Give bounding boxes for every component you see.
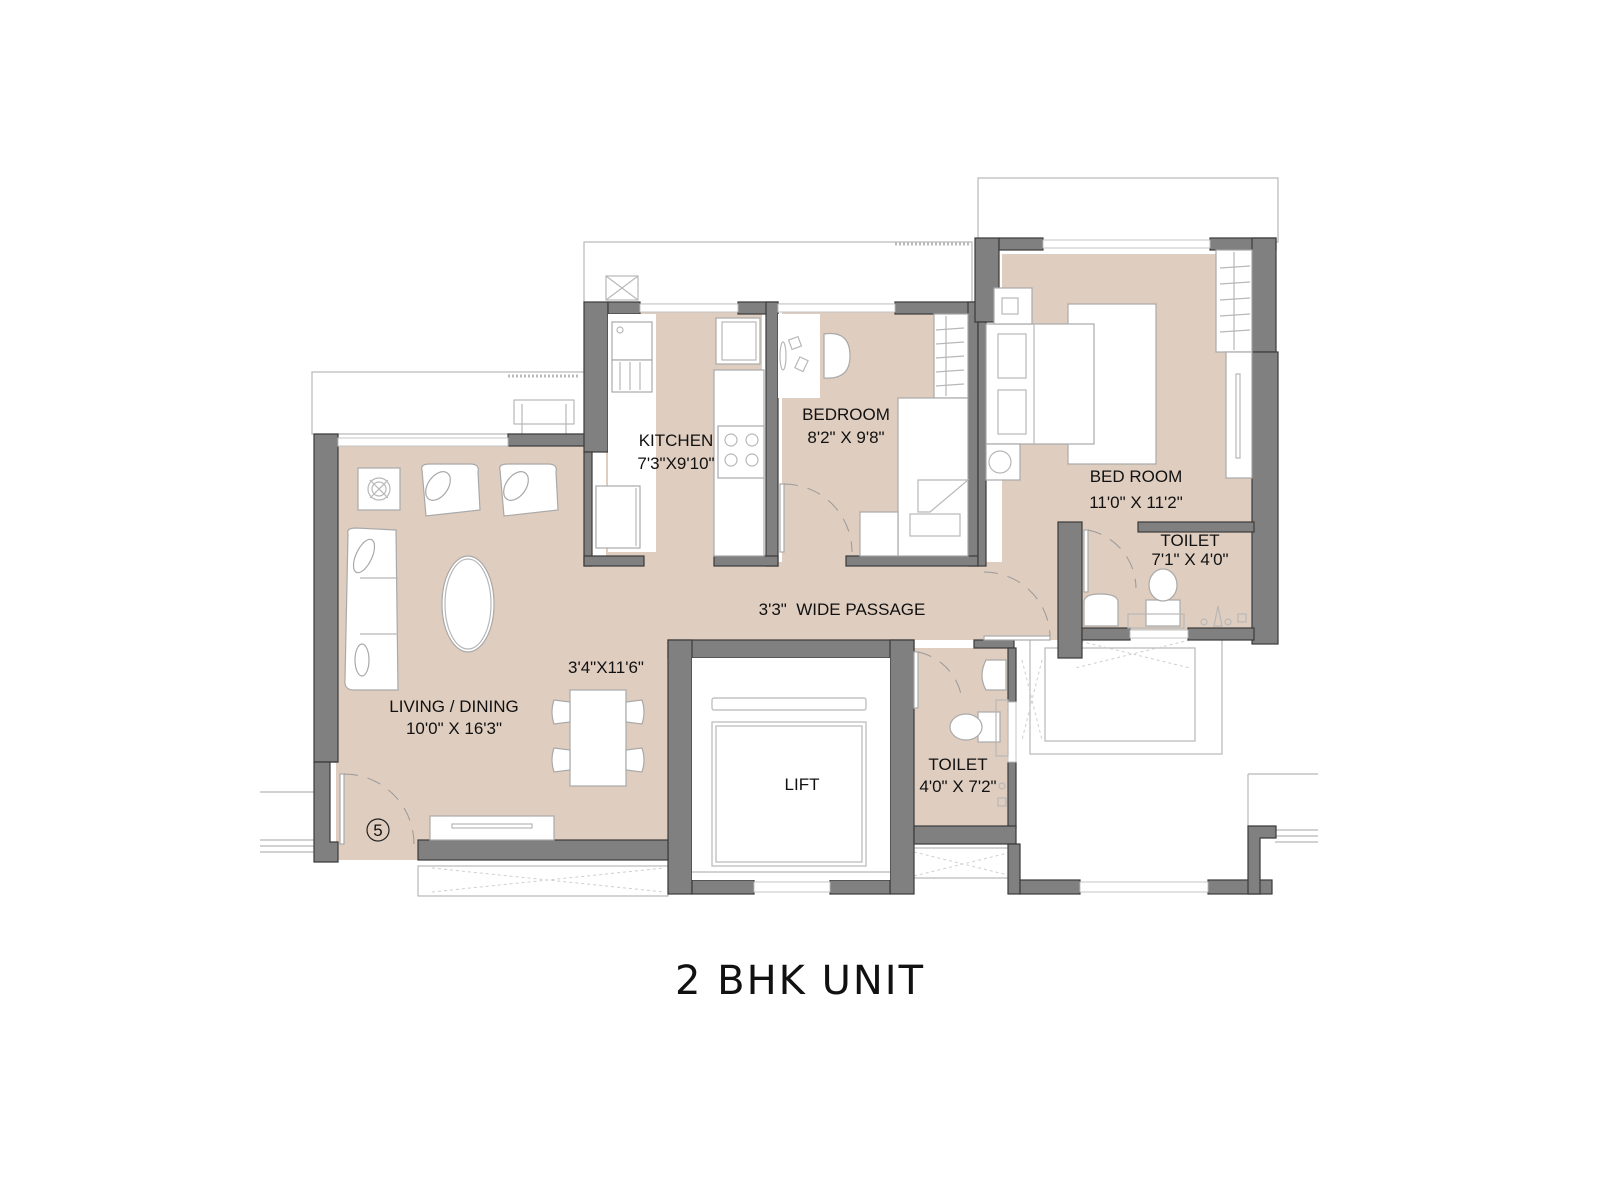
common-toilet-size: 4'0" X 7'2": [919, 777, 996, 796]
entrance-marker: 5: [366, 818, 390, 842]
bedroom-name: BEDROOM: [802, 405, 890, 424]
door-swing-icon: [983, 571, 1051, 641]
washbasin-icon: [1083, 593, 1119, 627]
armchair-icon: [499, 463, 559, 517]
living-size: 10'0" X 16'3": [406, 719, 502, 738]
washbasin-icon: [981, 659, 1007, 691]
common-toilet-name: TOILET: [928, 755, 987, 774]
walls: [313, 237, 1279, 895]
office-chair-icon: [823, 332, 851, 379]
common-toilet-fixtures: [913, 651, 1009, 807]
master-bedroom-size: 11'0" X 11'2": [1089, 493, 1183, 512]
living-name: LIVING / DINING: [389, 697, 518, 716]
passage-label: 3'3" WIDE PASSAGE: [759, 600, 926, 619]
armchair-icon: [421, 463, 481, 517]
shower-tap-icon: [1200, 605, 1247, 627]
kitchen-name: KITCHEN: [639, 431, 714, 450]
master-toilet-name: TOILET: [1160, 531, 1219, 550]
plan-title: 2 BHK UNIT: [674, 958, 926, 1004]
oven-icon: [715, 317, 761, 365]
bed-icon: [985, 303, 1157, 465]
bed-icon: [859, 397, 970, 557]
lift-name: LIFT: [785, 775, 820, 794]
bedroom-size: 8'2" X 9'8": [807, 428, 884, 447]
sofa-icon: [344, 527, 399, 691]
kitchen-fixtures: [595, 314, 765, 557]
chair-icon: [551, 699, 645, 773]
wardrobe-icon: [1215, 249, 1253, 479]
door-swing-icon: [779, 483, 853, 553]
coffee-table-icon: [441, 555, 495, 653]
door-swing-icon: [1083, 529, 1137, 593]
room-labels: KITCHEN 7'3"X9'10" BEDROOM 8'2" X 9'8" B…: [389, 405, 1228, 796]
master-toilet-size: 7'1" X 4'0": [1151, 550, 1228, 569]
study-desk-icon: [778, 314, 820, 398]
kitchen-size: 7'3"X9'10": [637, 454, 714, 473]
toilet-icon: [949, 699, 1009, 757]
entrance-number: 5: [373, 821, 382, 840]
phone-icon: [993, 287, 1033, 325]
lamp-icon: [985, 443, 1021, 481]
toilet-icon: [1127, 568, 1185, 629]
door-swing-icon: [339, 773, 415, 845]
dining-table-icon: [569, 689, 627, 787]
lift-car-icon: [692, 658, 890, 880]
fridge-icon: [595, 485, 641, 549]
master-bedroom-name: BED ROOM: [1090, 467, 1183, 486]
living-furniture: [339, 463, 645, 845]
bedroom-fixtures: [778, 313, 970, 557]
sink-icon: [611, 321, 653, 393]
windows: [337, 239, 1211, 893]
master-toilet-fixtures: [1083, 529, 1247, 629]
dining-size: 3'4"X11'6": [568, 658, 644, 677]
plant-icon: [357, 467, 401, 511]
stove-icon: [717, 425, 765, 479]
master-bedroom-fixtures: [985, 249, 1253, 481]
tv-unit-icon: [429, 815, 555, 841]
window-icon: [337, 437, 509, 447]
wardrobe-icon: [933, 313, 969, 399]
door-swing-icon: [913, 651, 963, 709]
